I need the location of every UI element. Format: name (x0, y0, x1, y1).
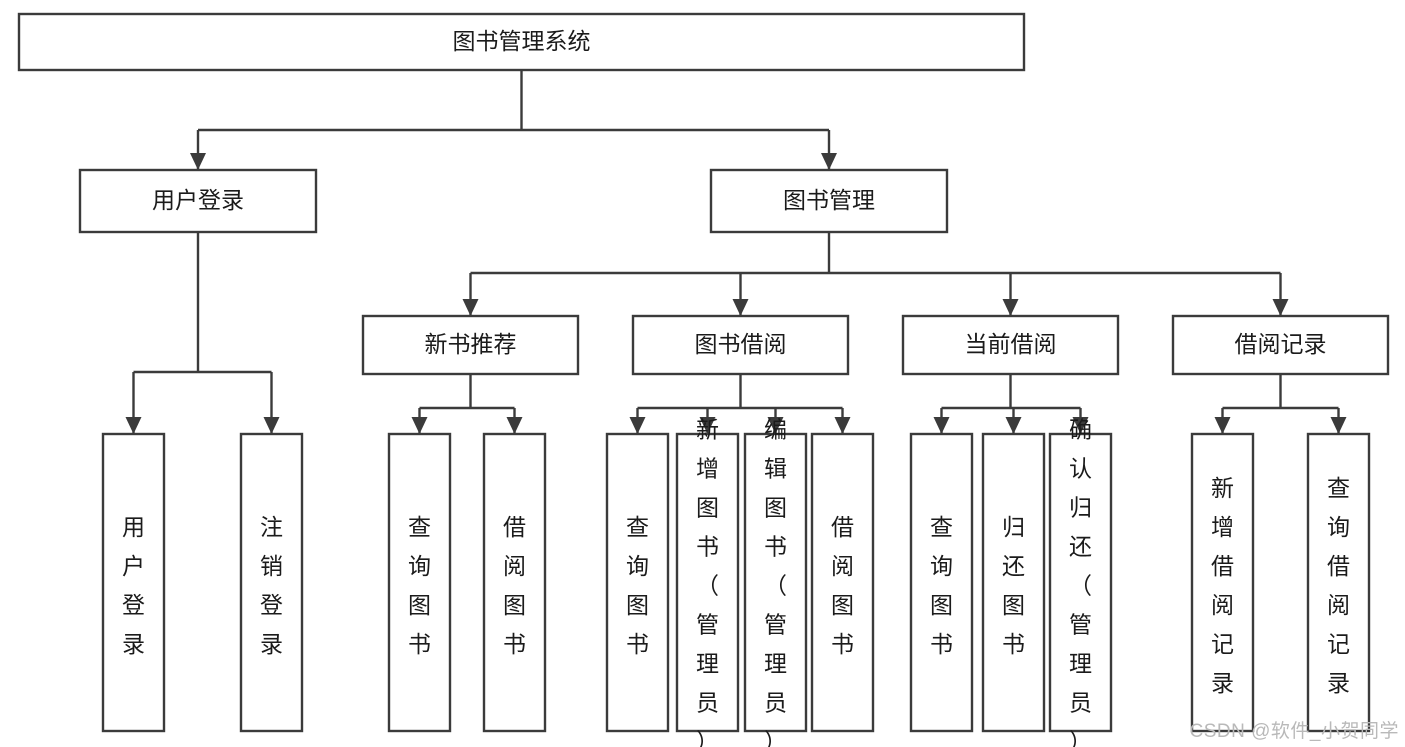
node-leaf-borrow-book-1[interactable]: 借阅图书 (482, 432, 547, 733)
leaf-current-borrow-arrow-2 (1072, 417, 1089, 434)
book-manage-to-level3-arrow-0 (462, 299, 479, 316)
node-user-login[interactable]: 用户登录 (78, 168, 318, 234)
node-leaf-query-book-2[interactable]: 查询图书 (605, 432, 670, 733)
node-box-leaf-user-login[interactable] (101, 432, 166, 733)
node-label-leaf-query-record: 查询借阅记录 (1327, 475, 1350, 696)
node-leaf-add-record[interactable]: 新增借阅记录 (1190, 432, 1255, 733)
node-label-book-borrow: 图书借阅 (695, 331, 787, 357)
book-manage-to-level3-arrow-3 (1272, 299, 1289, 316)
node-box-leaf-borrow-book-1[interactable] (482, 432, 547, 733)
node-leaf-user-logout[interactable]: 注销登录 (239, 432, 304, 733)
node-box-book-manage[interactable] (709, 168, 949, 234)
node-label-leaf-add-book: 新增图书（管理员） (696, 416, 719, 747)
leaf-new-book-recommend-arrow-1 (506, 417, 523, 434)
node-box-leaf-query-record[interactable] (1306, 432, 1371, 733)
node-label-leaf-return-book: 归还图书 (1002, 514, 1025, 657)
node-label-user-login: 用户登录 (152, 187, 244, 213)
node-label-leaf-query-book-3: 查询图书 (930, 514, 953, 657)
root-to-level2-arrow-1 (821, 153, 837, 170)
leaf-book-borrow-arrow-0 (629, 417, 646, 434)
node-box-leaf-query-book-3[interactable] (909, 432, 974, 733)
node-borrow-record[interactable]: 借阅记录 (1171, 314, 1390, 376)
leaf-user-login-arrow-1 (263, 417, 280, 434)
node-box-current-borrow[interactable] (901, 314, 1120, 376)
connectors-layer (125, 70, 1347, 434)
node-box-leaf-edit-book[interactable] (743, 432, 808, 733)
node-label-new-book-recommend: 新书推荐 (425, 331, 517, 357)
leaf-new-book-recommend-arrow-0 (411, 417, 428, 434)
node-leaf-query-book-1[interactable]: 查询图书 (387, 432, 452, 733)
node-box-leaf-confirm-return[interactable] (1048, 432, 1113, 733)
node-label-leaf-confirm-return: 确认归还（管理员） (1069, 416, 1092, 747)
book-manage-to-level3-arrow-2 (1002, 299, 1019, 316)
node-box-leaf-add-book[interactable] (675, 432, 740, 733)
leaf-current-borrow-arrow-0 (933, 417, 950, 434)
node-leaf-confirm-return[interactable]: 确认归还（管理员） (1048, 416, 1113, 747)
leaf-book-borrow-arrow-1 (699, 417, 716, 434)
node-box-leaf-return-book[interactable] (981, 432, 1046, 733)
node-label-borrow-record: 借阅记录 (1235, 331, 1327, 357)
node-label-current-borrow: 当前借阅 (965, 331, 1057, 357)
node-box-undefined[interactable] (17, 12, 1026, 72)
root-to-level2-arrow-0 (190, 153, 206, 170)
node-box-new-book-recommend[interactable] (361, 314, 580, 376)
node-undefined[interactable]: 图书管理系统 (17, 12, 1026, 72)
node-book-borrow[interactable]: 图书借阅 (631, 314, 850, 376)
node-box-borrow-record[interactable] (1171, 314, 1390, 376)
node-box-leaf-add-record[interactable] (1190, 432, 1255, 733)
leaf-borrow-record-arrow-0 (1214, 417, 1231, 434)
node-label-leaf-user-logout: 注销登录 (260, 514, 283, 657)
leaf-user-login-arrow-0 (125, 417, 142, 434)
leaf-borrow-record-arrow-1 (1330, 417, 1347, 434)
node-leaf-return-book[interactable]: 归还图书 (981, 432, 1046, 733)
node-box-book-borrow[interactable] (631, 314, 850, 376)
node-label-leaf-borrow-book-2: 借阅图书 (831, 514, 854, 657)
node-current-borrow[interactable]: 当前借阅 (901, 314, 1120, 376)
node-leaf-query-record[interactable]: 查询借阅记录 (1306, 432, 1371, 733)
node-leaf-borrow-book-2[interactable]: 借阅图书 (810, 432, 875, 733)
node-leaf-add-book[interactable]: 新增图书（管理员） (675, 416, 740, 747)
node-box-user-login[interactable] (78, 168, 318, 234)
node-label-leaf-add-record: 新增借阅记录 (1211, 475, 1234, 696)
node-box-leaf-user-logout[interactable] (239, 432, 304, 733)
node-box-leaf-borrow-book-2[interactable] (810, 432, 875, 733)
node-leaf-edit-book[interactable]: 编辑图书（管理员） (743, 416, 808, 747)
leaf-book-borrow-arrow-2 (767, 417, 784, 434)
leaf-current-borrow-arrow-1 (1005, 417, 1022, 434)
nodes-layer: 图书管理系统用户登录图书管理新书推荐图书借阅当前借阅借阅记录用户登录注销登录查询… (17, 12, 1390, 747)
node-label-leaf-user-login: 用户登录 (122, 514, 145, 657)
node-box-leaf-query-book-2[interactable] (605, 432, 670, 733)
node-label-leaf-query-book-2: 查询图书 (626, 514, 649, 657)
node-box-leaf-query-book-1[interactable] (387, 432, 452, 733)
node-label-leaf-query-book-1: 查询图书 (408, 514, 431, 657)
node-label-undefined: 图书管理系统 (453, 28, 591, 54)
node-leaf-query-book-3[interactable]: 查询图书 (909, 432, 974, 733)
node-new-book-recommend[interactable]: 新书推荐 (361, 314, 580, 376)
node-label-book-manage: 图书管理 (783, 187, 875, 213)
leaf-book-borrow-arrow-3 (834, 417, 851, 434)
node-leaf-user-login[interactable]: 用户登录 (101, 432, 166, 733)
book-manage-to-level3-arrow-1 (732, 299, 749, 316)
node-label-leaf-edit-book: 编辑图书（管理员） (764, 416, 787, 747)
node-book-manage[interactable]: 图书管理 (709, 168, 949, 234)
node-label-leaf-borrow-book-1: 借阅图书 (503, 514, 526, 657)
